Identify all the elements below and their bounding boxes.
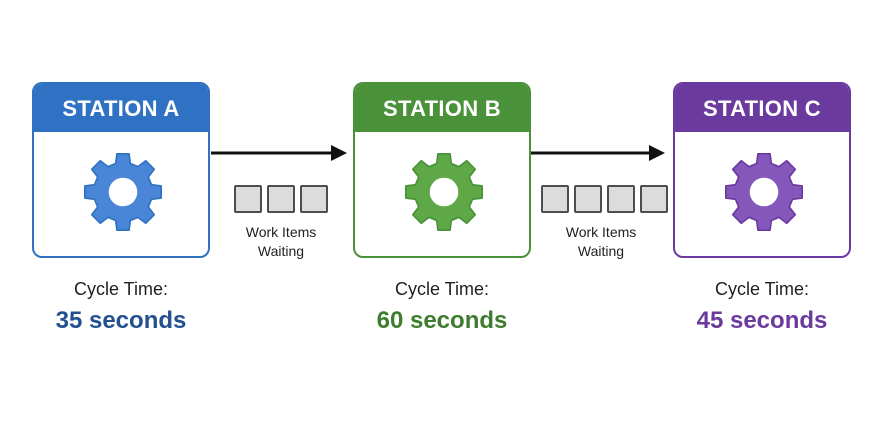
work-item xyxy=(300,185,328,213)
work-item xyxy=(640,185,668,213)
station-c-caption: Cycle Time: 45 seconds xyxy=(652,278,872,336)
work-item xyxy=(267,185,295,213)
cycle-time-value: 45 seconds xyxy=(696,307,828,334)
station-a-box: STATION A xyxy=(32,82,210,258)
gear-icon xyxy=(404,152,484,232)
cycle-time-value: 60 seconds xyxy=(376,307,508,334)
cycle-time-label: Cycle Time: xyxy=(714,279,810,299)
queue-label-b-c: Work Items Waiting xyxy=(531,223,671,261)
cycle-time-label: Cycle Time: xyxy=(73,279,169,299)
gear-icon xyxy=(724,152,804,232)
queue-label-line1: Work Items xyxy=(565,224,637,240)
queue-label-line2: Waiting xyxy=(577,243,625,259)
gear-icon xyxy=(83,152,163,232)
work-item xyxy=(234,185,262,213)
station-a-caption: Cycle Time: 35 seconds xyxy=(11,278,231,336)
station-b-caption: Cycle Time: 60 seconds xyxy=(332,278,552,336)
work-item xyxy=(607,185,635,213)
queue-label-line1: Work Items xyxy=(245,224,317,240)
work-item xyxy=(574,185,602,213)
station-c-box: STATION C xyxy=(673,82,851,258)
work-item xyxy=(541,185,569,213)
flow-arrow-a-to-b xyxy=(211,145,347,161)
work-queue-a-b xyxy=(234,185,328,213)
work-queue-b-c xyxy=(541,185,668,213)
queue-label-a-b: Work Items Waiting xyxy=(211,223,351,261)
station-b-box: STATION B xyxy=(353,82,531,258)
flow-arrow-b-to-c xyxy=(531,145,665,161)
cycle-time-value: 35 seconds xyxy=(55,307,187,334)
queue-label-line2: Waiting xyxy=(257,243,305,259)
station-b-title: STATION B xyxy=(355,84,529,132)
cycle-time-label: Cycle Time: xyxy=(394,279,490,299)
station-c-title: STATION C xyxy=(675,84,849,132)
station-a-title: STATION A xyxy=(34,84,208,132)
